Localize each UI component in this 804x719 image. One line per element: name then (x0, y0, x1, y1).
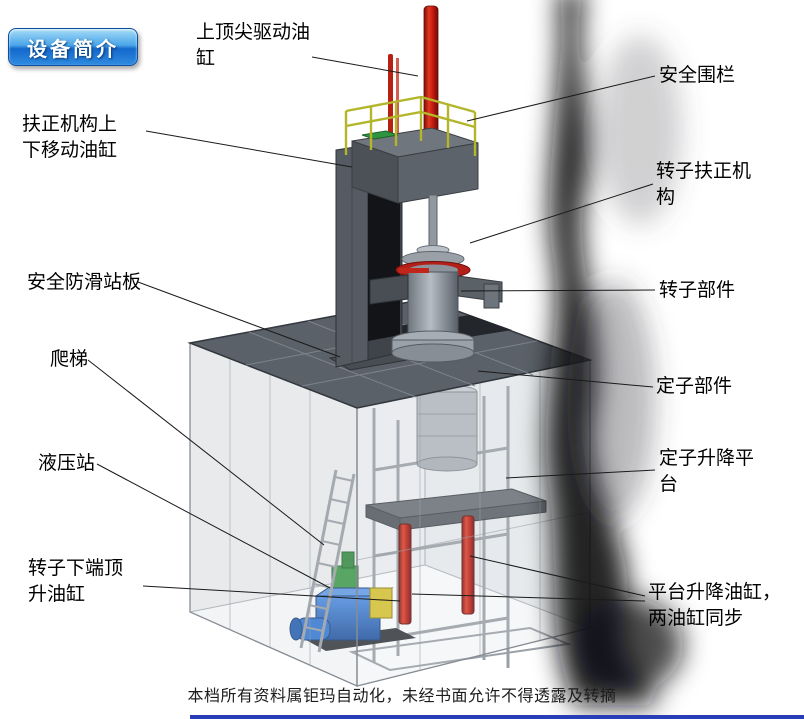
label-safety-fence: 安全围栏 (659, 65, 736, 86)
label-hydraulic-station: 液压站 (38, 453, 96, 474)
label-stator-part: 定子部件 (656, 376, 733, 397)
leader-platform-lift-a (469, 555, 646, 597)
bottom-divider (190, 715, 804, 719)
leader-centering-cylinder (145, 130, 353, 168)
label-rotor-part: 转子部件 (659, 280, 736, 301)
leader-top-drive-cylinder (311, 56, 419, 77)
head-box (351, 127, 479, 204)
leader-rotor-part (460, 289, 656, 292)
label-anti-slip-board: 安全防滑站板 (27, 272, 142, 293)
label-platform-lift-cylinders: 平台升降油缸， 两油缸同步 (648, 582, 782, 629)
stator-assembly (416, 384, 478, 472)
label-rotor-centering-mech: 转子扶正机 构 (656, 161, 752, 208)
leader-rotor-bottom-cyl (142, 585, 401, 602)
rotor-centering-bracket (369, 268, 503, 309)
label-rotor-bottom-jack: 转子下端顶 升油缸 (28, 558, 124, 605)
safety-fence-graphic (344, 95, 477, 156)
leader-anti-slip (137, 281, 341, 358)
label-top-drive-cylinder: 上顶尖驱动油 缸 (196, 22, 311, 69)
leader-hydraulic (96, 463, 331, 589)
footer-note: 本档所有资料属钜玛自动化，未经书面允许不得透露及转摘 (187, 688, 617, 705)
leader-safety-fence (466, 75, 656, 122)
leader-lines (87, 56, 656, 602)
title-badge-label: 设备简介 (27, 38, 119, 61)
leader-rotor-centering (469, 183, 654, 244)
smoke-shadow (545, 0, 683, 705)
label-ladder: 爬梯 (50, 349, 89, 370)
label-centering-move-cylinder: 扶正机构上 下移动油缸 (22, 114, 118, 161)
title-badge: 设备简介 (8, 28, 138, 66)
ladder-graphic (299, 469, 356, 653)
label-stator-lift-platform: 定子升降平 台 (659, 448, 755, 495)
leader-platform-lift-b (411, 593, 646, 602)
leader-ladder (87, 359, 325, 546)
leader-stator-platform (505, 469, 656, 479)
room-near-walls (189, 342, 591, 687)
leader-stator-part (477, 370, 654, 388)
stator-lift-platform-graphic (365, 488, 547, 531)
